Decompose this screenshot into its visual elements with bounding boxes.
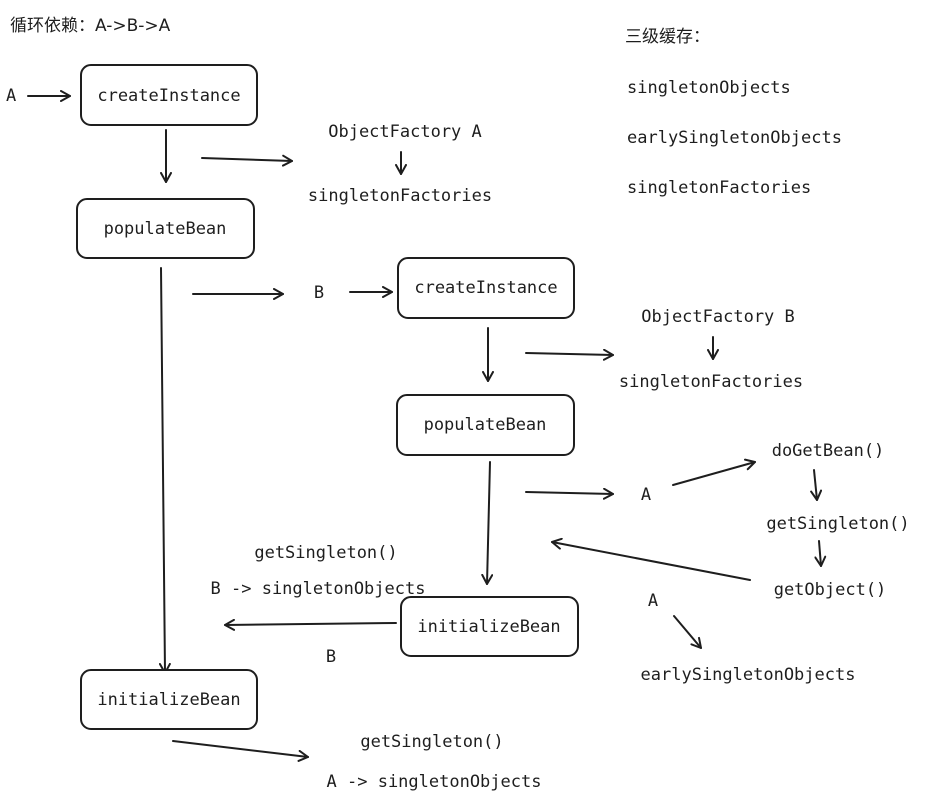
a-input-label: A <box>6 86 16 106</box>
cache-item-singleton-factories: singletonFactories <box>627 178 811 198</box>
a-object-factory-label: ObjectFactory A <box>328 122 482 142</box>
b-object-factory-label: ObjectFactory B <box>641 307 795 327</box>
a-early-label: A <box>648 591 658 611</box>
box-a-create-instance <box>80 64 258 126</box>
arrow-b-populate-to-a <box>525 487 614 500</box>
box-b-create-instance-label: createInstance <box>414 278 557 298</box>
box-b-create-instance <box>397 257 575 319</box>
arrow-b-initialize-to-result <box>224 618 397 631</box>
cache-item-early-singleton-objects: earlySingletonObjects <box>627 128 842 148</box>
b-singleton-factories-label: singletonFactories <box>619 372 803 392</box>
arrow-b-create-to-factory <box>525 348 614 361</box>
arrow-get-object-back-to-b <box>551 537 751 581</box>
b-result-label: B <box>326 647 336 667</box>
b-needs-a-label: A <box>641 485 651 505</box>
arrow-a-create-to-factory <box>201 154 293 167</box>
box-a-populate-bean-label: populateBean <box>104 219 227 239</box>
arrow-a-initialize-to-result <box>172 740 309 762</box>
box-b-initialize-bean <box>400 596 579 657</box>
box-a-initialize-bean <box>80 669 258 730</box>
cache-heading: 三级缓存： <box>625 27 710 47</box>
arrow-a-populate-to-initialize <box>158 267 171 674</box>
a-singleton-factories-label: singletonFactories <box>308 186 492 206</box>
a-get-singleton-label: getSingleton() <box>360 732 503 752</box>
arrow-b-populate-to-initialize <box>481 461 494 585</box>
box-b-initialize-bean-label: initializeBean <box>417 617 560 637</box>
diagram-title: 循环依赖：A->B->A <box>10 16 171 36</box>
box-a-populate-bean <box>76 198 255 259</box>
box-a-create-instance-label: createInstance <box>97 86 240 106</box>
arrow-get-singleton-to-get-object <box>814 540 827 567</box>
arrow-a-to-early-singleton <box>673 615 702 649</box>
cache-item-singleton-objects: singletonObjects <box>627 78 791 98</box>
b-to-singleton-objects-label: B -> singletonObjects <box>211 579 426 599</box>
a-to-singleton-objects-label: A -> singletonObjects <box>327 772 542 792</box>
b-input-label: B <box>314 283 324 303</box>
early-singleton-objects-label: earlySingletonObjects <box>641 665 856 685</box>
do-get-bean-label: doGetBean() <box>772 441 885 461</box>
box-b-populate-bean <box>396 394 575 456</box>
b-get-singleton-label: getSingleton() <box>254 543 397 563</box>
arrow-a-to-do-get-bean <box>672 458 756 486</box>
box-b-populate-bean-label: populateBean <box>424 415 547 435</box>
get-object-label: getObject() <box>774 580 887 600</box>
get-singleton-label: getSingleton() <box>766 514 909 534</box>
arrow-do-get-bean-to-get-singleton <box>810 469 823 501</box>
box-a-initialize-bean-label: initializeBean <box>97 690 240 710</box>
